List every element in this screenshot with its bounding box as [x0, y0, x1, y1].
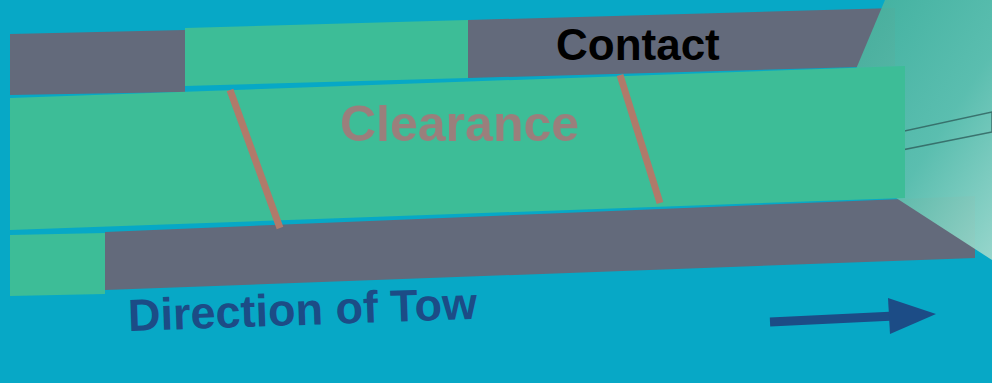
direction-label: Direction of Tow	[127, 278, 478, 342]
contact-label: Contact	[556, 20, 720, 70]
band-fill	[10, 66, 905, 230]
shear-line	[230, 90, 280, 228]
clearance-band: Clearance	[8, 62, 913, 234]
band-label: Clearance	[340, 95, 579, 153]
tow-arrow-shaft	[770, 316, 895, 322]
bottom-green-strip	[10, 233, 105, 296]
top-gray-strip	[468, 8, 895, 78]
top-green-strip	[185, 20, 468, 86]
tow-arrow-head	[888, 298, 936, 334]
shear-line	[620, 75, 660, 203]
top-gray-strip	[10, 30, 185, 95]
